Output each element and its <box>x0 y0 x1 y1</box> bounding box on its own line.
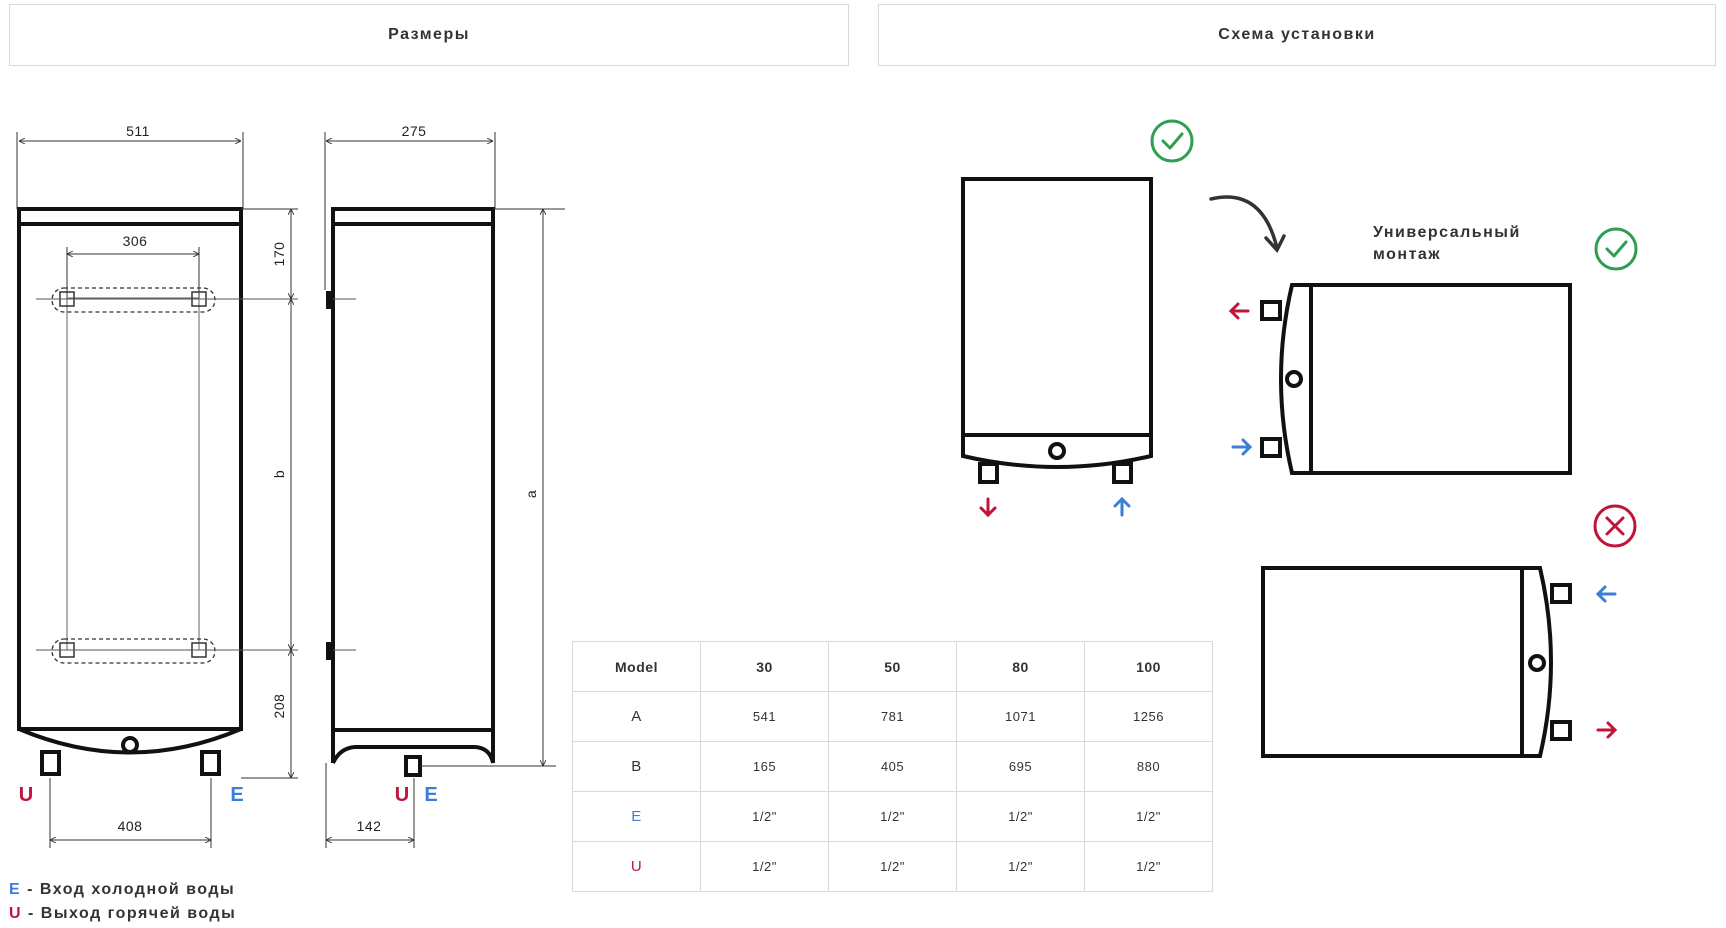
dim-pipes: 408 <box>118 818 143 834</box>
legend-u-text: - Выход горячей воды <box>28 905 237 922</box>
side-cold-label: E <box>424 784 437 806</box>
legend-cold-water: E - Вход холодной воды <box>9 881 235 899</box>
horizontal-install-ok-drawing <box>1260 283 1572 475</box>
table-cell: 880 <box>1084 741 1213 792</box>
table-cell: 781 <box>828 691 957 742</box>
table-row: U 1/2" 1/2" 1/2" 1/2" <box>572 841 1213 892</box>
table-cell: 1/2" <box>956 841 1085 892</box>
check-circle-icon <box>1150 119 1194 163</box>
table-cell: 1/2" <box>828 841 957 892</box>
table-header-row: Model 30 50 80 100 <box>572 641 1213 692</box>
universal-mount-title: Универсальный <box>1373 224 1521 241</box>
table-header-100: 100 <box>1084 641 1213 692</box>
table-row: B 165 405 695 880 <box>572 741 1213 792</box>
row-label-u: U <box>572 841 701 892</box>
dim-top: 170 <box>271 242 287 267</box>
table-cell: 1/2" <box>700 791 829 842</box>
hot-out-left-arrow-icon <box>1228 302 1250 320</box>
hot-out-arrow-icon <box>979 497 997 518</box>
table-cell: 1256 <box>1084 691 1213 742</box>
dim-pipe-offset: 142 <box>357 818 382 834</box>
vertical-install-drawing <box>961 177 1153 484</box>
table-cell: 405 <box>828 741 957 792</box>
row-label-b: B <box>572 741 701 792</box>
table-cell: 1/2" <box>956 791 1085 842</box>
side-view-drawing <box>326 207 495 777</box>
side-hot-label: U <box>395 784 409 806</box>
cross-circle-icon <box>1593 504 1637 548</box>
legend-u-letter: U <box>9 905 23 922</box>
hot-out-right-arrow-icon <box>1596 721 1618 739</box>
dim-a: a <box>523 490 539 498</box>
table-header-50: 50 <box>828 641 957 692</box>
table-cell: 1/2" <box>1084 791 1213 842</box>
front-view-drawing <box>17 207 298 776</box>
dim-depth: 275 <box>402 123 427 139</box>
table-header-80: 80 <box>956 641 1085 692</box>
side-dimensions <box>324 132 565 848</box>
universal-mount-subtitle: монтаж <box>1373 246 1441 263</box>
legend-hot-water: U - Выход горячей воды <box>9 905 236 923</box>
table-cell: 1/2" <box>700 841 829 892</box>
front-hot-label: U <box>19 784 33 806</box>
table-cell: 1071 <box>956 691 1085 742</box>
table-cell: 695 <box>956 741 1085 792</box>
specification-table: Model 30 50 80 100 A 541 781 1071 1256 B… <box>572 641 1213 892</box>
cold-in-left-arrow-icon <box>1595 585 1617 603</box>
front-dimensions <box>16 132 298 848</box>
row-label-e: E <box>572 791 701 842</box>
dim-width: 511 <box>126 123 150 139</box>
legend-e-letter: E <box>9 881 22 898</box>
dim-b: b <box>271 470 287 478</box>
table-cell: 541 <box>700 691 829 742</box>
tab-installation-scheme[interactable]: Схема установки <box>878 4 1716 66</box>
horizontal-install-wrong-drawing <box>1261 566 1572 758</box>
table-row: A 541 781 1071 1256 <box>572 691 1213 742</box>
legend-e-text: - Вход холодной воды <box>27 881 236 898</box>
front-cold-label: E <box>230 784 243 806</box>
table-cell: 1/2" <box>828 791 957 842</box>
table-row: E 1/2" 1/2" 1/2" 1/2" <box>572 791 1213 842</box>
check-circle-icon <box>1594 227 1638 271</box>
dim-bracket-width: 306 <box>123 233 148 249</box>
table-header-30: 30 <box>700 641 829 692</box>
curved-arrow-icon <box>1209 195 1286 254</box>
table-cell: 165 <box>700 741 829 792</box>
row-label-a: A <box>572 691 701 742</box>
cold-in-arrow-icon <box>1113 496 1131 517</box>
tab-dimensions[interactable]: Размеры <box>9 4 849 66</box>
table-header-model: Model <box>572 641 701 692</box>
table-cell: 1/2" <box>1084 841 1213 892</box>
cold-in-right-arrow-icon <box>1231 438 1253 456</box>
dim-bottom: 208 <box>271 694 287 719</box>
